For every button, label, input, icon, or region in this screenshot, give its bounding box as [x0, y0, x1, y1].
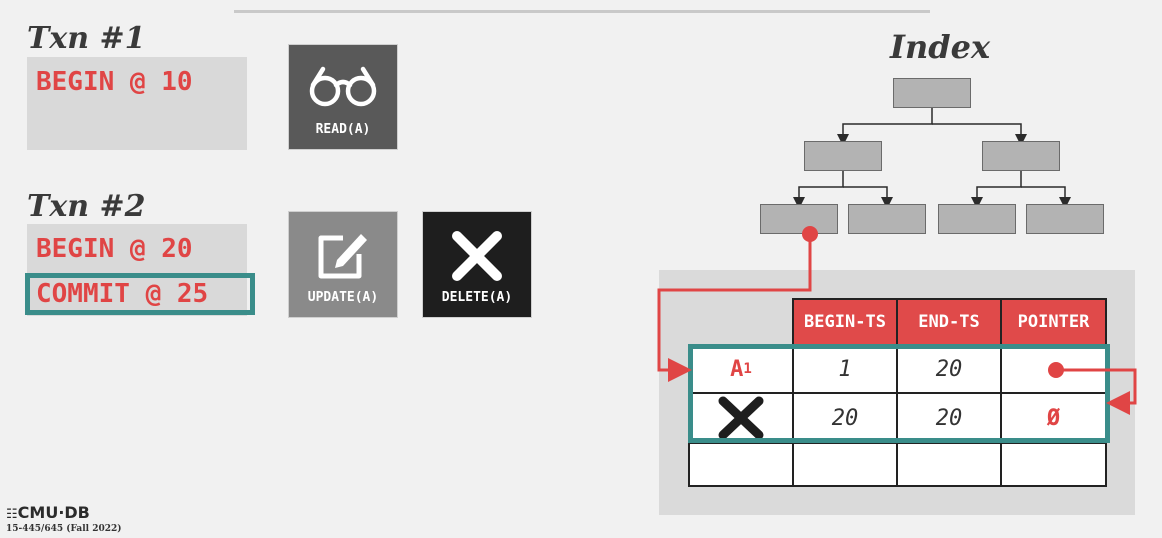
delete-op-button[interactable]: DELETE(A)	[422, 211, 532, 318]
empty-cell	[688, 442, 794, 487]
index-leaf-node	[938, 204, 1016, 234]
txn2-box: BEGIN @ 20 COMMIT @ 25	[27, 224, 247, 316]
edit-icon	[318, 234, 367, 279]
begin-ts-cell: 20	[792, 392, 898, 444]
index-root-node	[893, 78, 971, 108]
header-end-ts: END-TS	[896, 298, 1002, 346]
version-subscript: 1	[743, 361, 752, 377]
read-op-label: READ(A)	[315, 122, 371, 137]
commit-highlight-box	[25, 273, 255, 315]
index-leaf-node	[848, 204, 926, 234]
x-icon	[452, 231, 502, 281]
index-inner-node-right	[982, 141, 1060, 171]
version-label: A	[730, 356, 744, 382]
index-inner-node-left	[804, 141, 882, 171]
update-op-label: UPDATE(A)	[307, 290, 379, 305]
update-op-button[interactable]: UPDATE(A)	[288, 211, 398, 318]
index-title: Index	[890, 28, 991, 66]
txn1-title: Txn #1	[27, 21, 146, 56]
deleted-x-icon	[718, 396, 764, 440]
logo-text: CMU·DB	[17, 503, 90, 522]
glasses-icon	[309, 66, 377, 107]
delete-op-label: DELETE(A)	[441, 290, 513, 305]
top-divider	[234, 10, 930, 13]
txn1-box: BEGIN @ 10	[27, 57, 247, 150]
header-begin-ts: BEGIN-TS	[792, 298, 898, 346]
db-stack-icon: ☷	[6, 507, 18, 522]
pointer-dot-icon	[1048, 362, 1064, 378]
cmu-db-logo: ☷CMU·DB	[6, 503, 90, 522]
course-label: 15-445/645 (Fall 2022)	[6, 524, 122, 534]
txn2-line-commit: COMMIT @ 25	[36, 279, 209, 309]
txn1-line-begin: BEGIN @ 10	[36, 67, 193, 97]
read-op-button[interactable]: READ(A)	[288, 44, 398, 150]
txn2-title: Txn #2	[27, 189, 146, 224]
txn2-line-begin: BEGIN @ 20	[36, 234, 193, 264]
index-leaf-node	[1026, 204, 1104, 234]
empty-cell	[792, 442, 898, 487]
index-leaf-node	[760, 204, 838, 234]
begin-ts-cell: 1	[792, 344, 898, 394]
leaf-pointer-dot-icon	[802, 226, 818, 242]
empty-cell	[1000, 442, 1107, 487]
